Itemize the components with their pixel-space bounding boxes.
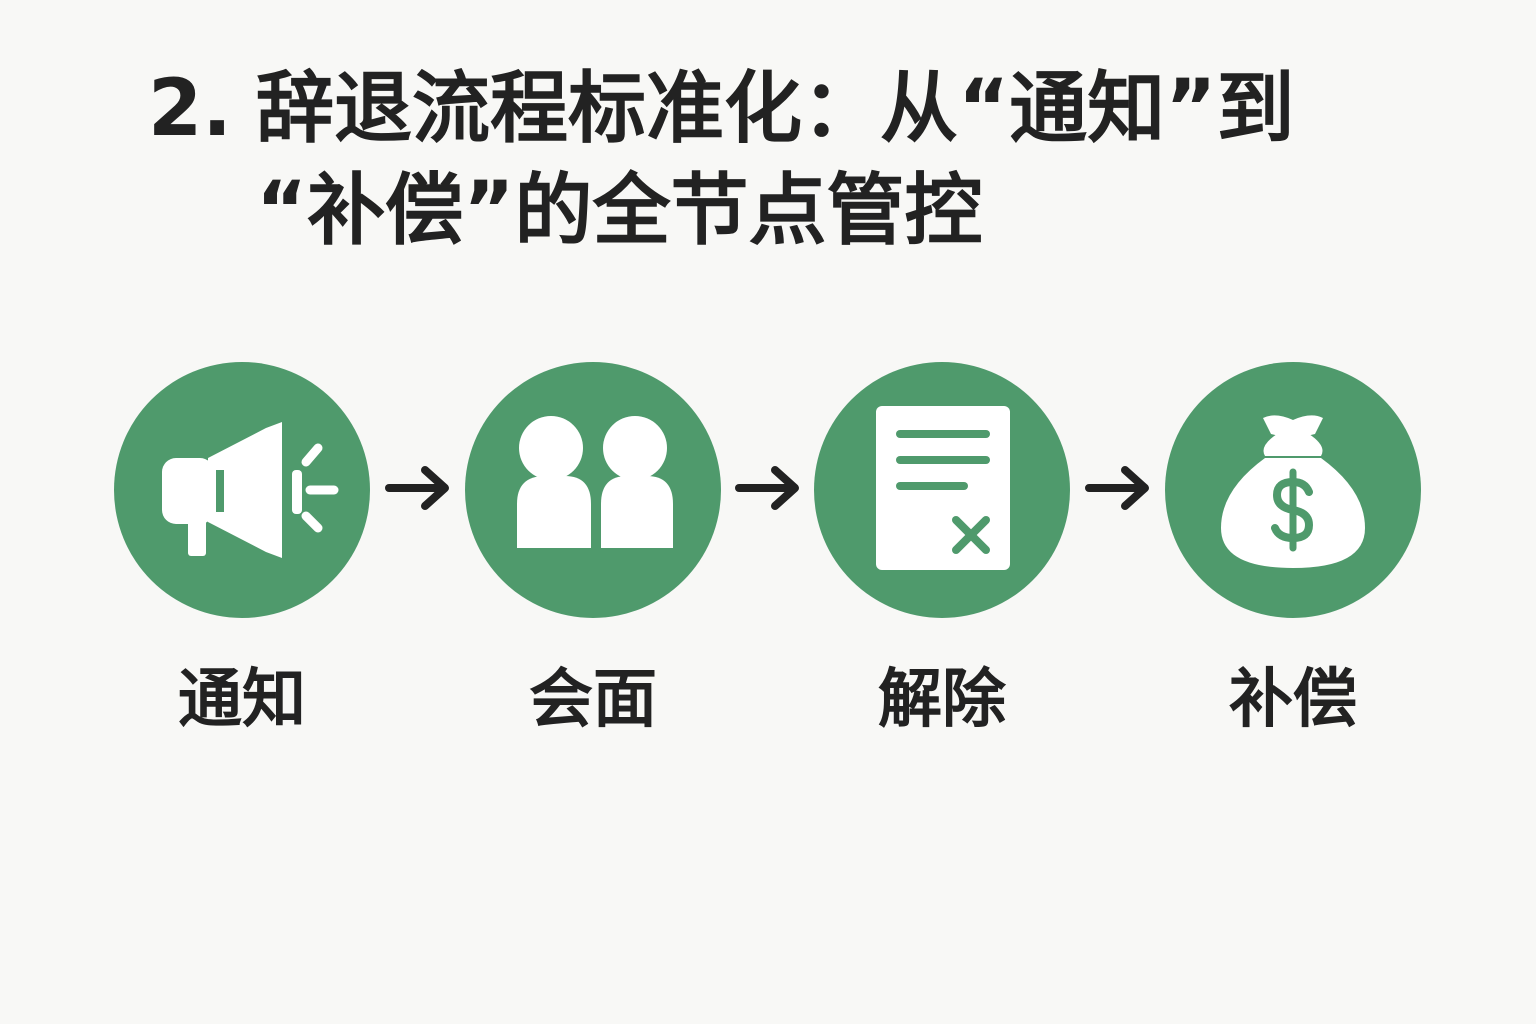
- people-icon: [517, 416, 673, 548]
- megaphone-icon: [162, 422, 339, 558]
- step-termination-circle: [814, 362, 1070, 618]
- step-compensation-circle: [1165, 362, 1421, 618]
- step-compensation: 补偿: [1165, 362, 1421, 737]
- title-line-2: “补偿”的全节点管控: [256, 166, 983, 256]
- step-notice-circle: [114, 362, 370, 618]
- page-title: 2. 辞退流程标准化：从“通知”到 “补偿”的全节点管控: [148, 58, 1295, 262]
- title-line-1: 辞退流程标准化：从“通知”到: [256, 64, 1295, 154]
- step-termination: 解除: [814, 362, 1070, 737]
- title-number: 2.: [148, 64, 232, 154]
- cancel-document-icon: [876, 406, 1010, 570]
- arrow-right-icon: [735, 466, 799, 510]
- step-meeting-circle: [465, 362, 721, 618]
- arrow-right-icon: [1085, 466, 1149, 510]
- step-notice: 通知: [114, 362, 370, 737]
- step-compensation-label: 补偿: [1229, 663, 1357, 737]
- step-notice-label: 通知: [178, 663, 306, 737]
- step-meeting: 会面: [465, 362, 721, 737]
- step-termination-label: 解除: [878, 663, 1006, 737]
- arrow-right-icon: [385, 466, 449, 510]
- money-bag-icon: [1221, 415, 1365, 568]
- step-meeting-label: 会面: [529, 663, 657, 737]
